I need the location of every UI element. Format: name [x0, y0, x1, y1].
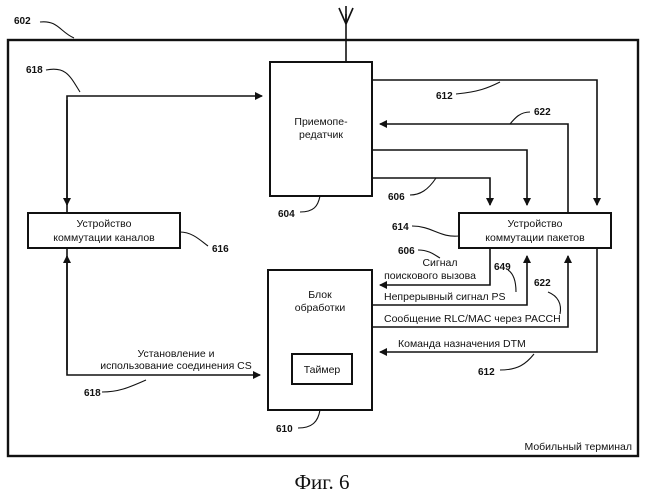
ref-614: 614	[392, 222, 409, 233]
ps-device-label-2: коммутации пакетов	[485, 232, 585, 244]
leader-618-bottom	[102, 380, 146, 392]
processor-label-1: Блок	[308, 289, 332, 301]
paging-label-2: поискового вызова	[384, 270, 476, 282]
leader-614	[412, 226, 459, 236]
transceiver-label-1: Приемопе-	[294, 116, 348, 128]
ps-cont-label: Непрерывный сигнал PS	[384, 291, 506, 303]
ref-618-bottom: 618	[84, 388, 101, 399]
leader-622-bottom	[548, 292, 561, 314]
ref-610: 610	[276, 424, 293, 435]
figure-caption: Фиг. 6	[294, 470, 349, 494]
dtm-label: Команда назначения DTM	[398, 338, 526, 350]
rlc-mac-label: Сообщение RLC/MAC через PACCH	[384, 313, 561, 325]
cs-device-label-1: Устройство	[77, 218, 132, 230]
cs-setup-label-1: Установление и	[138, 348, 215, 360]
leader-616	[180, 232, 208, 246]
ps-device-label-1: Устройство	[508, 218, 563, 230]
ref-606-paging: 606	[398, 246, 415, 257]
ref-622-top: 622	[534, 107, 551, 118]
leader-606-mid	[410, 178, 436, 195]
antenna-icon	[339, 6, 353, 62]
leader-602	[40, 22, 74, 38]
cs-transceiver-link	[67, 96, 262, 213]
ref-602: 602	[14, 16, 31, 27]
ref-612-bottom: 612	[478, 367, 495, 378]
leader-610	[298, 410, 320, 428]
leader-622-top	[510, 112, 530, 124]
ps-transceiver-links	[372, 80, 597, 213]
transceiver-label-2: редатчик	[299, 129, 343, 141]
leader-612-top	[456, 82, 500, 94]
cs-device-label-2: коммутации каналов	[53, 232, 155, 244]
ref-618-top: 618	[26, 65, 43, 76]
ref-606-mid: 606	[388, 192, 405, 203]
ref-649: 649	[494, 262, 511, 273]
mobile-terminal-label: Мобильный терминал	[524, 441, 632, 453]
leader-612-bottom	[500, 354, 534, 370]
cs-setup-label-2: использование соединения CS	[100, 360, 252, 372]
leader-618-top	[46, 69, 80, 92]
leader-604	[300, 196, 320, 212]
ref-612-top: 612	[436, 91, 453, 102]
ref-604: 604	[278, 209, 295, 220]
leader-649	[508, 270, 516, 292]
timer-label: Таймер	[304, 364, 341, 376]
processor-label-2: обработки	[295, 302, 346, 314]
ref-616: 616	[212, 244, 229, 255]
paging-label-1: Сигнал	[422, 257, 457, 269]
ref-622-bottom: 622	[534, 278, 551, 289]
